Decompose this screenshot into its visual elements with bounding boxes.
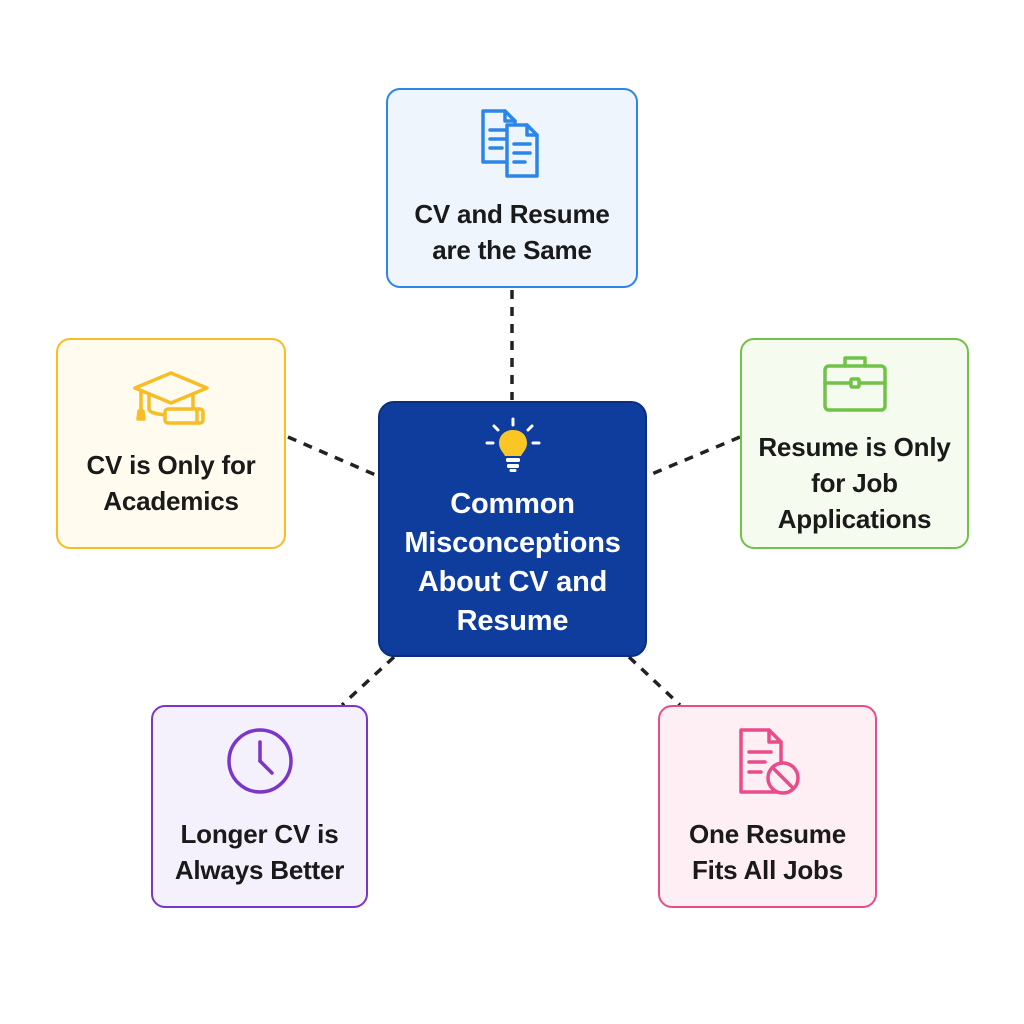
connector-bottom-right	[627, 655, 682, 707]
misconception-node-academics: CV is Only for Academics	[56, 338, 286, 549]
node-label: CV and Resume are the Same	[414, 199, 610, 265]
connector-left	[287, 435, 379, 478]
documents-icon	[481, 109, 539, 178]
central-topic-label: Common Misconceptions About CV and Resum…	[404, 488, 621, 637]
misconception-node-same: CV and Resume are the Same	[386, 88, 638, 288]
briefcase-icon	[822, 355, 887, 412]
graduation-cap-icon	[133, 370, 209, 425]
central-topic-node: Common Misconceptions About CV and Resum…	[378, 401, 647, 657]
node-label: Longer CV is Always Better	[174, 818, 345, 885]
node-label: CV is Only for Academics	[86, 449, 256, 516]
misconception-node-one-resume: One Resume Fits All Jobs	[658, 705, 877, 908]
lightbulb-icon	[485, 417, 540, 472]
misconception-node-job-applications: Resume is Only for Job Applications	[740, 338, 969, 549]
connector-bottom-left	[340, 655, 396, 707]
misconception-node-longer-cv: Longer CV is Always Better	[151, 705, 368, 908]
clock-icon	[226, 727, 293, 794]
document-prohibited-icon	[738, 727, 800, 795]
node-label: Resume is Only for Job Applications	[758, 431, 951, 534]
connector-right	[646, 435, 741, 478]
node-label: One Resume Fits All Jobs	[689, 818, 846, 885]
